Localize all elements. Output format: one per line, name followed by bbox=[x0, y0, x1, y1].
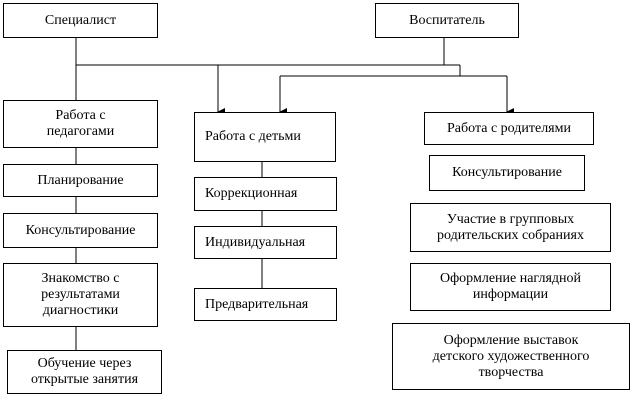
parents-item-label: Консультирование bbox=[452, 165, 562, 180]
teachers-item-diagnostics: Знакомство с результатами диагностики bbox=[3, 263, 158, 327]
parents-title-label: Работа с родителями bbox=[447, 120, 571, 136]
teachers-item-label: Планирование bbox=[37, 172, 124, 188]
parents-item-visual-info: Оформление наглядной информации bbox=[410, 263, 611, 311]
children-item-individual: Индивидуальная bbox=[194, 226, 337, 259]
teachers-item-label: Знакомство с результатами диагностики bbox=[41, 271, 120, 318]
teachers-title-label: Работа с педагогами bbox=[46, 108, 115, 139]
teachers-title-box: Работа с педагогами bbox=[3, 100, 158, 148]
parents-item-meetings: Участие в групповых родительских собрани… bbox=[410, 203, 611, 252]
teachers-item-planning: Планирование bbox=[3, 164, 158, 197]
educator-label: Воспитатель bbox=[409, 12, 485, 28]
educator-box: Воспитатель bbox=[375, 3, 519, 38]
parents-item-label: Оформление выставок детского художествен… bbox=[432, 332, 590, 380]
teachers-item-consulting: Консультирование bbox=[3, 213, 158, 248]
children-item-label: Индивидуальная bbox=[205, 234, 306, 250]
teachers-item-open-lessons: Обучение через открытые занятия bbox=[7, 350, 162, 394]
parents-title-box: Работа с родителями bbox=[424, 112, 594, 145]
children-item-correctional: Коррекционная bbox=[194, 177, 337, 211]
children-title-label: Работа с детьми bbox=[205, 129, 301, 144]
children-item-label: Коррекционная bbox=[205, 186, 298, 201]
parents-item-label: Участие в групповых родительских собрани… bbox=[437, 211, 584, 243]
parents-item-consulting: Консультирование bbox=[429, 155, 585, 191]
teachers-item-label: Консультирование bbox=[25, 222, 136, 238]
children-title-box: Работа с детьми bbox=[194, 112, 336, 162]
teachers-item-label: Обучение через открытые занятия bbox=[30, 356, 139, 387]
children-item-preliminary: Предварительная bbox=[194, 288, 337, 321]
specialist-box: Специалист bbox=[3, 3, 158, 38]
parents-item-label: Оформление наглядной информации bbox=[440, 271, 581, 302]
children-item-label: Предварительная bbox=[205, 296, 309, 312]
parents-item-exhibitions: Оформление выставок детского художествен… bbox=[392, 323, 630, 390]
specialist-label: Специалист bbox=[44, 12, 117, 28]
